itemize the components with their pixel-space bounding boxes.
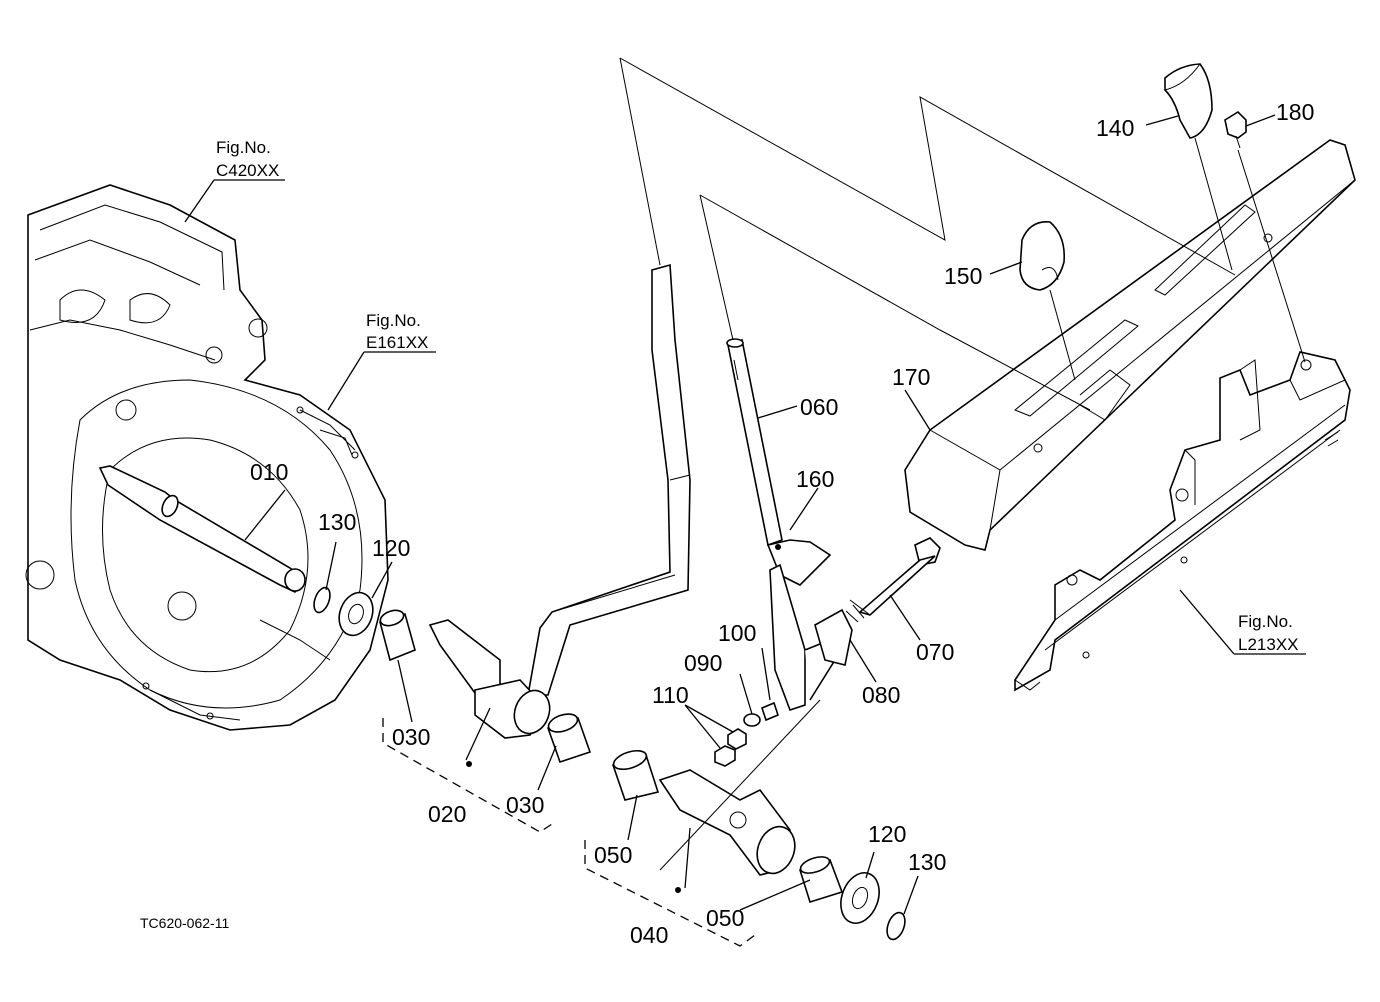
part-label-090: 090	[684, 650, 722, 676]
part-label-050-left: 050	[594, 842, 632, 868]
bolt-spring-drawing	[814, 537, 941, 666]
part-label-050-right: 050	[706, 905, 744, 931]
fig-ref-e161-code: E161XX	[366, 333, 428, 352]
part-label-120-left: 120	[372, 535, 410, 561]
part-label-080: 080	[862, 682, 900, 708]
part-label-140: 140	[1096, 115, 1134, 141]
part-label-100: 100	[718, 620, 756, 646]
knobs-drawing	[1019, 63, 1247, 291]
assembly-lines	[619, 57, 1306, 871]
cover-plate-drawing	[904, 139, 1356, 551]
part-label-150: 150	[944, 263, 982, 289]
fig-ref-c420-code: C420XX	[216, 161, 279, 180]
fig-ref-l213-prefix: Fig.No.	[1238, 612, 1293, 631]
part-label-030-mid: 030	[506, 792, 544, 818]
part-label-070: 070	[916, 639, 954, 665]
transmission-housing-drawing	[25, 184, 389, 731]
drawing-code: TC620-062-11	[140, 915, 229, 931]
part-label-040: 040	[630, 922, 668, 948]
mounting-bracket-drawing	[1014, 351, 1351, 692]
leader-lines	[184, 114, 1306, 915]
part-label-030-left: 030	[392, 724, 430, 750]
fig-ref-e161-prefix: Fig.No.	[366, 311, 421, 330]
part-label-060: 060	[800, 394, 838, 420]
part-label-180: 180	[1276, 99, 1314, 125]
assembly-dot-040	[675, 887, 681, 893]
part-label-170: 170	[892, 364, 930, 390]
shift-lever-drawing	[527, 263, 691, 696]
fig-ref-l213-code: L213XX	[1238, 635, 1299, 654]
shift-rod-drawing	[726, 338, 836, 712]
fig-ref-c420-prefix: Fig.No.	[216, 138, 271, 157]
part-label-120-right: 120	[868, 821, 906, 847]
part-label-130-left: 130	[318, 509, 356, 535]
part-label-160: 160	[796, 466, 834, 492]
part-label-020: 020	[428, 801, 466, 827]
assembly-dot-020	[466, 761, 472, 767]
part-label-010: 010	[250, 459, 288, 485]
part-label-110: 110	[652, 682, 689, 708]
assembly-brackets	[382, 718, 756, 947]
hardware-drawing	[313, 586, 906, 941]
part-label-130-right: 130	[908, 849, 946, 875]
shaft-drawing	[98, 465, 307, 594]
